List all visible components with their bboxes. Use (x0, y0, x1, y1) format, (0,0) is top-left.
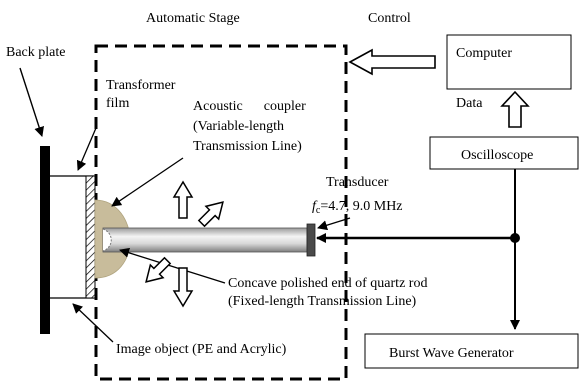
transducer (306, 223, 316, 257)
image-object-pointer (72, 303, 114, 343)
back-plate (40, 146, 50, 334)
acoustic-coupler-label-1: Acoustic coupler (193, 99, 306, 114)
acoustic-coupler-label-3: Transmission Line) (193, 139, 302, 154)
oscilloscope-label: Oscilloscope (461, 148, 533, 163)
data-arrow (500, 90, 530, 128)
transformer-film-pointer (76, 127, 97, 171)
acoustic-coupler-pointer (111, 157, 184, 207)
motion-arrow-down-left (145, 256, 172, 283)
concave-end (102, 228, 112, 252)
control-label: Control (368, 11, 411, 26)
motion-arrow-up (172, 180, 194, 219)
oscilloscope-box (429, 136, 579, 170)
back-plate-pointer (19, 67, 44, 137)
stage-motion-arrows (145, 180, 224, 308)
control-arrow (348, 48, 436, 76)
concave-end-label-2: (Fixed-length Transmission Line) (228, 294, 417, 309)
computer-box (446, 34, 572, 90)
data-label: Data (456, 96, 483, 111)
back-plate-label: Back plate (6, 45, 65, 60)
automatic-stage-label: Automatic Stage (146, 11, 240, 26)
acoustic-coupler-label-2: (Variable-length (193, 119, 284, 134)
transducer-pointer (317, 217, 351, 231)
transformer-film (85, 175, 96, 299)
transducer-label: Transducer (326, 175, 389, 190)
quartz-rod (102, 227, 308, 253)
concave-end-pointer (119, 247, 226, 284)
transformer-film-label-2: film (106, 96, 129, 111)
motion-arrow-down (172, 267, 194, 308)
signal-junction (510, 233, 520, 243)
concave-end-label-1: Concave polished end of quartz rod (228, 276, 427, 291)
fc-label: fc=4.7, 9.0 MHz (312, 199, 403, 216)
computer-label: Computer (456, 46, 512, 61)
image-object-label: Image object (PE and Acrylic) (116, 342, 287, 357)
burst-wave-generator-label: Burst Wave Generator (389, 346, 514, 361)
transformer-film-label-1: Transformer (106, 78, 176, 93)
motion-arrow-up-right (197, 201, 224, 228)
burst-wave-generator-box (364, 333, 579, 369)
